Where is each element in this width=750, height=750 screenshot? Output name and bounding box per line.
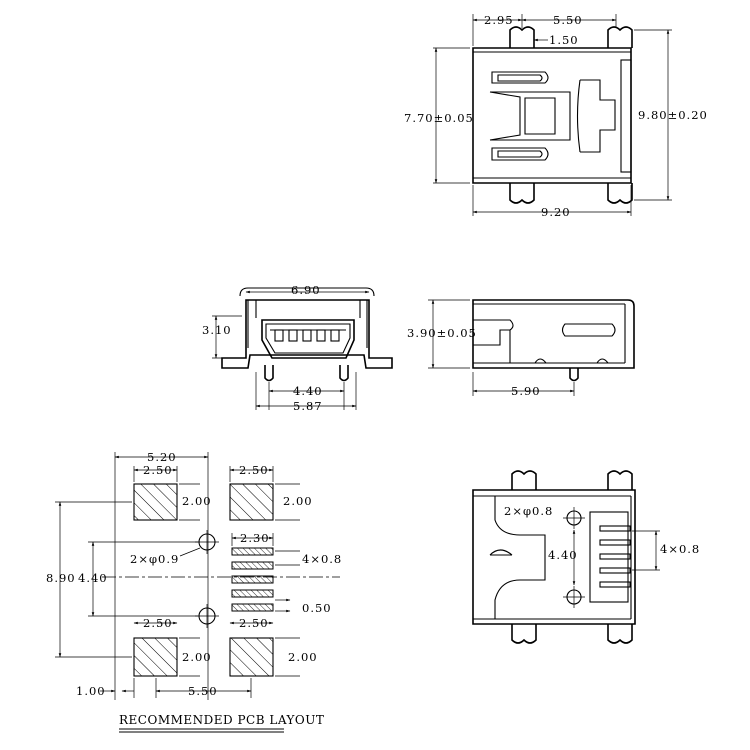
pcb-dim-overall-height: 8.90 <box>46 571 76 585</box>
pcb-dim-edge-offset: 1.00 <box>76 684 106 698</box>
front-dim-tab-width: 5.87 <box>293 399 323 413</box>
signal-pad-4 <box>231 589 274 598</box>
front-view: 6.90 3.10 4.40 5.87 <box>202 283 393 413</box>
pcb-pad-width-tr: 2.50 <box>239 463 269 477</box>
front-dim-height: 3.10 <box>202 323 232 337</box>
bottom-view: 2×φ0.8 4.40 4×0.8 <box>472 470 700 644</box>
top-dim-offset: 2.95 <box>484 13 514 27</box>
pcb-hole-label: 2×φ0.9 <box>130 552 179 566</box>
pcb-layout: 5.20 2.50 2.00 2.50 2.00 2.30 4×0.8 0.50… <box>46 450 342 733</box>
pcb-signal-pitch: 4×0.8 <box>302 552 342 566</box>
pcb-signal-pad-length: 2.30 <box>240 531 270 545</box>
side-dim-height: 3.90±0.05 <box>407 326 477 340</box>
bottom-pin-pitch: 4×0.8 <box>660 542 700 556</box>
top-dim-body-height: 7.70±0.05 <box>404 111 474 125</box>
bottom-dim-hole-spacing: 4.40 <box>548 548 578 562</box>
pcb-dim-pad-pitch: 5.50 <box>188 684 218 698</box>
top-dim-total-height: 9.80±0.20 <box>638 108 708 122</box>
top-dim-width: 9.20 <box>541 205 571 219</box>
pad-top-right <box>229 483 274 521</box>
signal-pad-5 <box>231 603 274 612</box>
signal-pad-2 <box>231 561 274 570</box>
front-dim-peg-spacing: 4.40 <box>293 384 323 398</box>
signal-pad-1 <box>231 547 274 556</box>
top-dim-slot-width: 1.50 <box>549 33 579 47</box>
side-view: 3.90±0.05 5.90 <box>407 299 635 398</box>
top-dim-slot-pitch: 5.50 <box>553 13 583 27</box>
pad-bottom-left <box>133 637 178 677</box>
side-dim-depth: 5.90 <box>511 384 541 398</box>
top-view: 2.95 5.50 1.50 7.70±0.05 9.80±0.20 9.20 <box>404 13 708 219</box>
pad-top-left <box>133 483 178 521</box>
signal-pad-3 <box>231 575 274 584</box>
pcb-signal-pad-width: 0.50 <box>302 601 332 615</box>
pcb-layout-title: RECOMMENDED PCB LAYOUT <box>119 713 324 727</box>
pad-bottom-right <box>229 637 274 677</box>
pcb-pad-height-br: 2.00 <box>288 650 318 664</box>
pcb-pad-width-br: 2.50 <box>239 616 269 630</box>
pcb-pad-height-tr: 2.00 <box>283 494 313 508</box>
pcb-dim-hole-spacing: 4.40 <box>78 571 108 585</box>
front-dim-opening-width: 6.90 <box>291 283 321 297</box>
pcb-pad-width-bl: 2.50 <box>143 616 173 630</box>
pcb-dim-overall-width: 5.20 <box>147 450 177 464</box>
pcb-pad-height-bl: 2.00 <box>182 650 212 664</box>
bottom-hole-label: 2×φ0.8 <box>504 504 553 518</box>
pcb-pad-height-tl: 2.00 <box>182 494 212 508</box>
pcb-pad-width-tl: 2.50 <box>143 463 173 477</box>
